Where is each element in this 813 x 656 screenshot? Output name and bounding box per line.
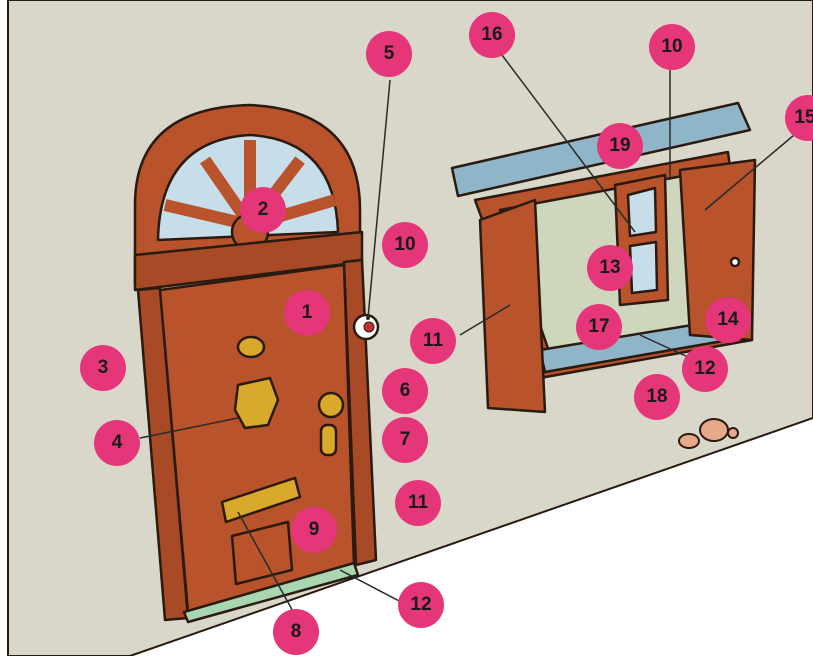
callout-4: 4: [94, 420, 140, 466]
callout-15: 15: [785, 95, 813, 141]
callout-13-text: 13: [599, 257, 621, 278]
keyhole-plate: [319, 423, 338, 457]
leader-4: [139, 417, 239, 439]
callout-11-door: 11: [395, 480, 441, 526]
peephole: [236, 335, 266, 359]
callout-12-window: 12: [682, 346, 728, 392]
leader-12b: [639, 334, 691, 359]
callout-12-window-text: 12: [694, 358, 716, 379]
leader-11b: [459, 304, 511, 336]
callout-9: 9: [291, 507, 337, 553]
pebble-small: [678, 433, 700, 449]
leader-dot-5: [366, 316, 370, 320]
callout-5-text: 5: [383, 43, 395, 64]
callout-5: 5: [366, 31, 412, 77]
leader-16: [501, 54, 636, 233]
leader-lines: [139, 54, 801, 616]
leader-5: [367, 79, 391, 319]
pebbles: [678, 418, 739, 449]
callout-4-text: 4: [111, 432, 123, 453]
door-right-jamb: [342, 258, 378, 567]
callout-11-door-text: 11: [407, 492, 429, 513]
callout-10-door-text: 10: [394, 234, 416, 255]
casement-glass-top: [626, 186, 658, 238]
callout-17-text: 17: [588, 316, 610, 337]
right-shutter: [678, 158, 757, 342]
callout-8: 8: [273, 609, 319, 655]
callout-10-window-text: 10: [661, 36, 683, 57]
leader-dots: [366, 316, 370, 320]
callout-18: 18: [634, 374, 680, 420]
door-knob: [317, 391, 345, 419]
callout-7-text: 7: [399, 429, 411, 450]
callout-6-text: 6: [399, 380, 411, 401]
callout-2-text: 2: [257, 199, 269, 220]
callout-3: 3: [80, 345, 126, 391]
casement-glass-bottom: [628, 240, 659, 295]
callout-11-window: 11: [410, 318, 456, 364]
leader-15: [704, 129, 801, 211]
callout-19: 19: [597, 123, 643, 169]
callout-9-text: 9: [308, 519, 320, 540]
callout-10-door: 10: [382, 222, 428, 268]
leader-8: [237, 511, 296, 616]
callout-19-text: 19: [609, 135, 631, 156]
callout-18-text: 18: [646, 386, 668, 407]
callout-10-window: 10: [649, 24, 695, 70]
callout-17: 17: [576, 304, 622, 350]
callout-1-text: 1: [301, 302, 313, 323]
shutter-latch: [729, 256, 741, 268]
callout-2: 2: [240, 187, 286, 233]
left-shutter: [478, 198, 547, 414]
letterbox: [220, 476, 302, 524]
leader-12a: [339, 569, 404, 604]
callout-12-door-text: 12: [410, 594, 432, 615]
callout-16-text: 16: [481, 24, 503, 45]
callout-6: 6: [382, 368, 428, 414]
callout-14: 14: [705, 297, 751, 343]
callout-7: 7: [382, 417, 428, 463]
doorbell-button: [363, 321, 375, 333]
callout-13: 13: [587, 245, 633, 291]
callout-15-text: 15: [794, 107, 813, 128]
callout-8-text: 8: [290, 621, 302, 642]
callout-3-text: 3: [97, 357, 109, 378]
door-threshold: [182, 561, 360, 624]
callout-16: 16: [469, 12, 515, 58]
callout-1: 1: [284, 290, 330, 336]
pebble-large: [699, 418, 729, 442]
callout-11-window-text: 11: [422, 330, 444, 351]
cat-flap: [230, 520, 294, 586]
callout-14-text: 14: [717, 309, 739, 330]
pebble-tiny: [727, 427, 739, 439]
door-knocker: [233, 376, 280, 430]
callout-12-door: 12: [398, 582, 444, 628]
